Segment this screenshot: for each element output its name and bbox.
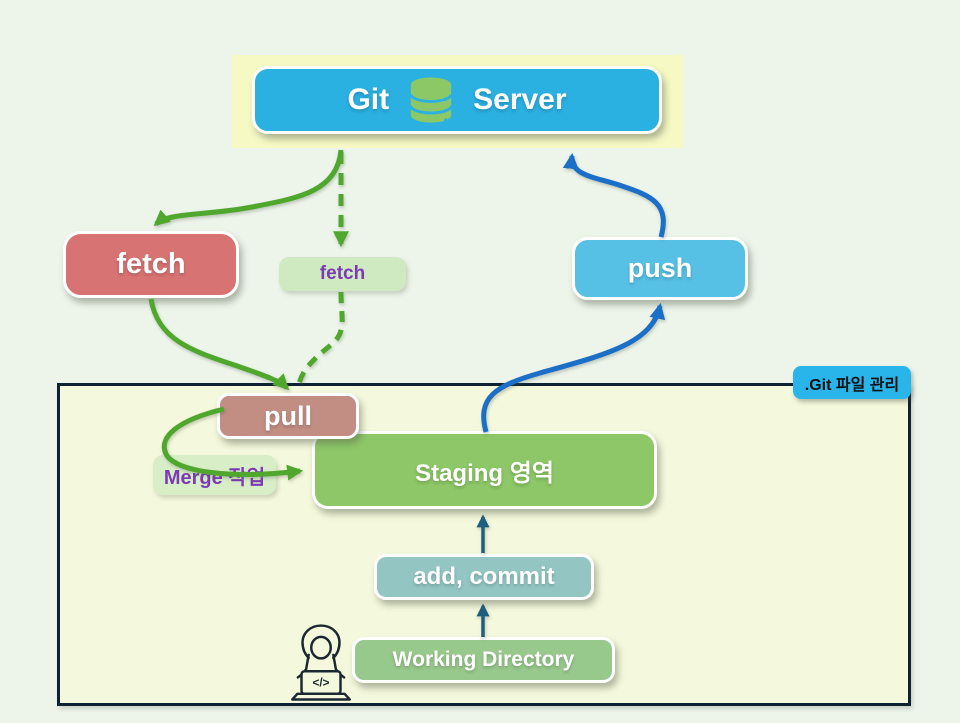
merge-task-tag: Merge 작업	[153, 455, 276, 495]
git-area-tag: .Git 파일 관리	[793, 366, 911, 399]
fetch-small-label: fetch	[319, 263, 366, 284]
arrow-push-to-server	[562, 152, 666, 238]
arrow-fetchtag-to-pull-dashed	[296, 291, 345, 385]
fetch-small-tag: fetch	[279, 257, 406, 291]
arrow-server-to-fetch	[153, 149, 344, 227]
pull-label: pull	[264, 400, 312, 431]
fetch-label: fetch	[116, 248, 186, 280]
git-server-label-left: Git	[347, 83, 390, 116]
git-server-label-right: Server	[473, 83, 567, 116]
fetch-node: fetch	[63, 231, 239, 298]
pull-node: pull	[217, 393, 359, 439]
arrow-fetch-to-pull	[148, 298, 290, 391]
staging-label: Staging 영역	[415, 459, 554, 487]
add-commit-label: add, commit	[413, 563, 555, 590]
merge-task-label: Merge 작업	[163, 466, 266, 489]
git-area-tag-label: .Git 파일 관리	[804, 376, 900, 394]
staging-area-node: Staging 영역	[312, 431, 657, 509]
add-commit-node: add, commit	[374, 554, 594, 600]
working-directory-node: Working Directory	[352, 637, 615, 683]
push-node: push	[572, 237, 748, 300]
database-icon	[405, 76, 457, 124]
push-label: push	[627, 253, 693, 283]
working-directory-label: Working Directory	[392, 648, 575, 671]
developer-at-laptop-icon: </>	[291, 623, 351, 701]
laptop-code-glyph: </>	[312, 676, 329, 690]
git-server-node: Git Server	[252, 66, 662, 134]
